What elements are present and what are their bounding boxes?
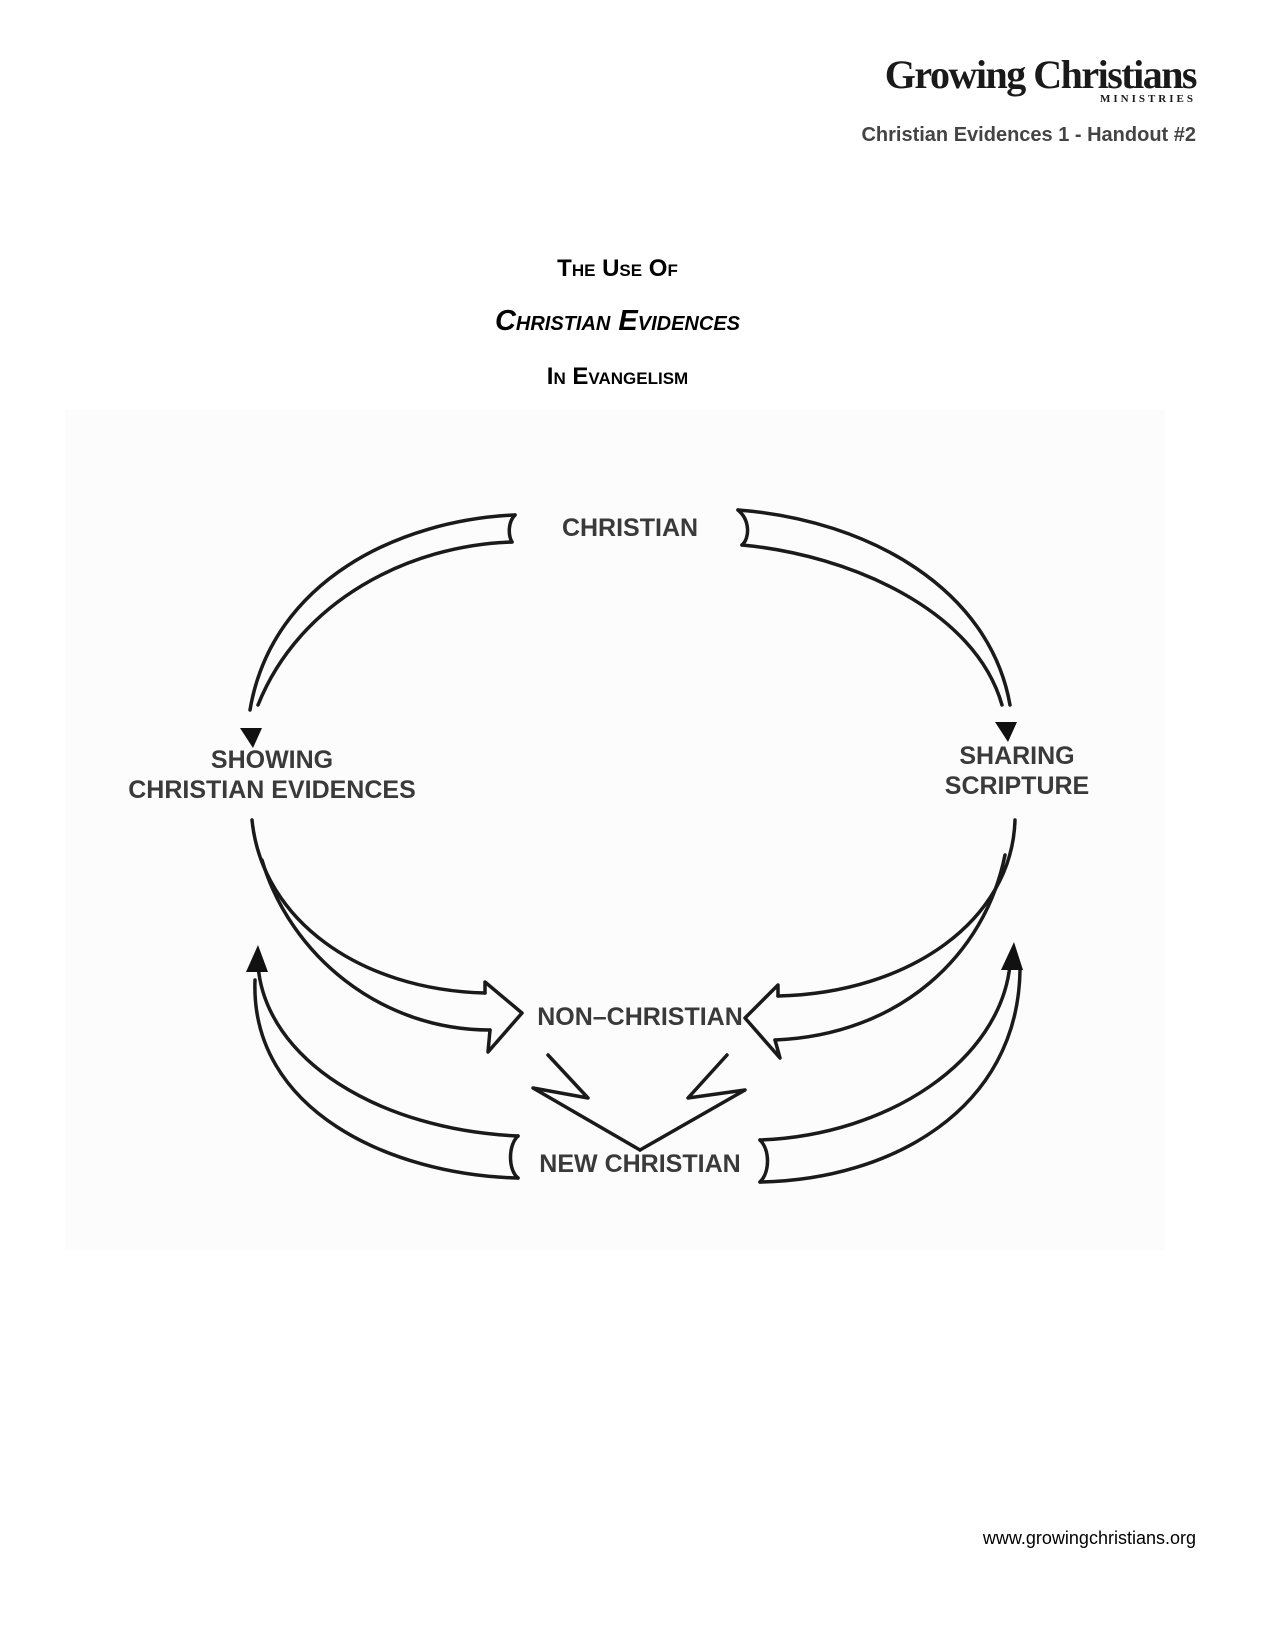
arrow-evidences-to-nonchristian [250,818,524,1054]
arrow-christian-to-evidences [248,513,517,712]
node-showing-line1: SHOWING [211,746,333,774]
lightning-arrow-left [531,1053,642,1152]
arrowhead-up-left [246,945,268,972]
node-new-christian: NEW CHRISTIAN [539,1150,740,1178]
logo: Growing Christians MINISTRIES [884,52,1198,106]
arrowhead-up-right [1001,942,1023,970]
arrow-newchristian-to-scripture [758,963,1022,1184]
node-non-christian: NON–CHRISTIAN [537,1003,743,1031]
title-line-3: In Evangelism [546,363,689,390]
arrow-newchristian-to-evidences [253,963,520,1180]
arrow-scripture-to-nonchristian [743,818,1017,1060]
title-line-2: Christian Evidences [494,305,741,337]
handout-label: Christian Evidences 1 - Handout #2 [861,124,1196,146]
logo-title: Growing Christians [884,52,1198,97]
node-sharing-line1: SHARING [959,742,1074,770]
arrowhead-evidences [240,728,262,748]
node-christian: CHRISTIAN [562,514,698,542]
lightning-arrow-right [638,1053,747,1152]
footer-url: www.growingchristians.org [982,1528,1196,1548]
logo-subtitle: MINISTRIES [1099,93,1196,105]
node-showing-line2: CHRISTIAN EVIDENCES [128,776,416,804]
arrow-christian-to-scripture [736,508,1012,707]
arrowhead-scripture [995,722,1017,742]
node-sharing-line2: SCRIPTURE [945,772,1089,800]
title-line-1: The Use Of [557,255,678,282]
diagram-panel [65,410,1165,1250]
